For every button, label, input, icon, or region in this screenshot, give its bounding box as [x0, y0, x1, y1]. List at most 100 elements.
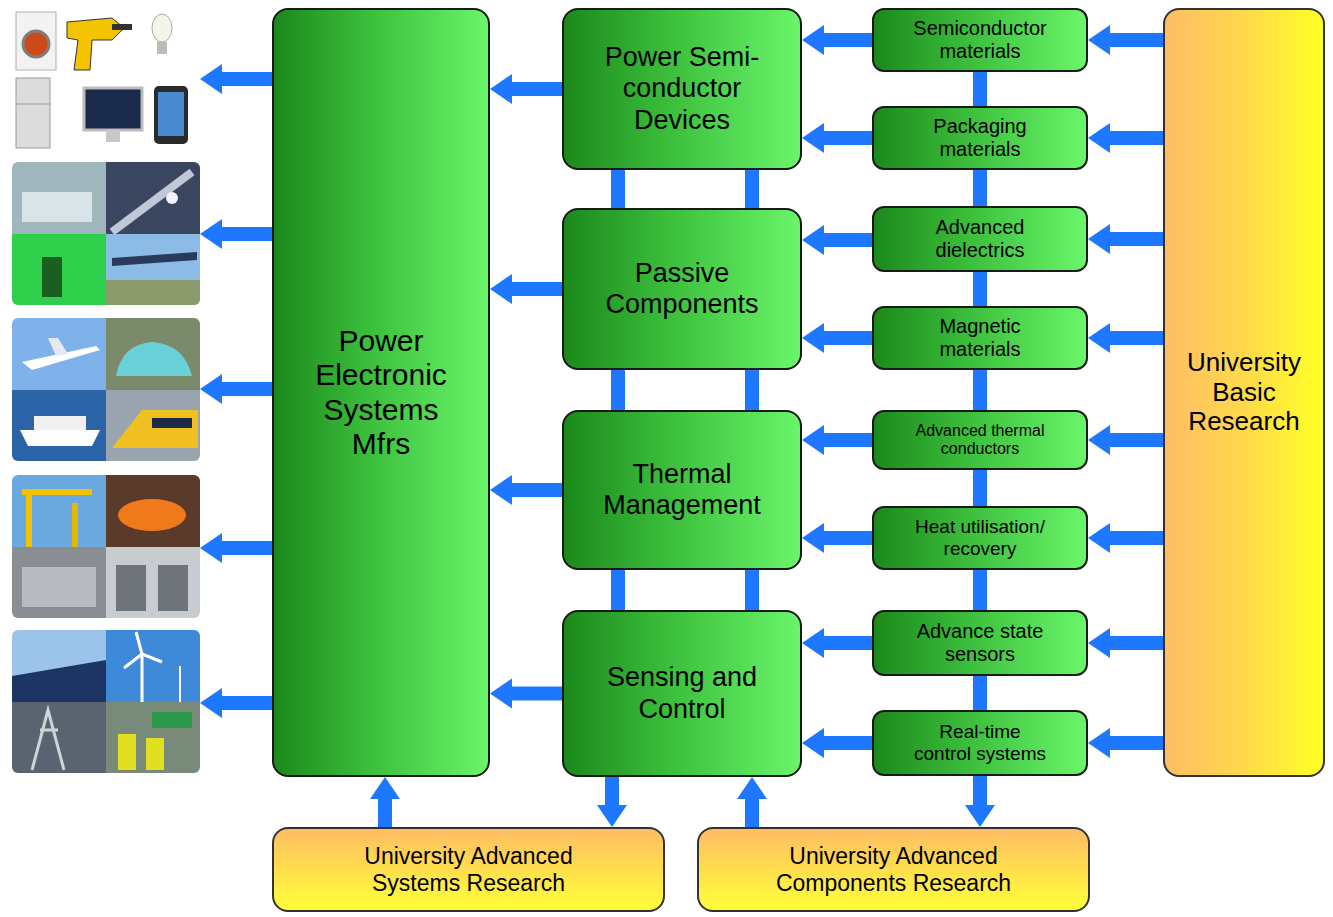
box-label: Passive Components	[582, 258, 782, 320]
flow-arrow	[824, 131, 872, 145]
car	[116, 342, 192, 376]
ship-deck	[34, 416, 86, 430]
exit-sign	[152, 712, 192, 728]
interior-photo	[12, 162, 106, 234]
flow-arrow	[824, 331, 872, 345]
solar-carport-photo	[106, 234, 200, 305]
box-label: Power Electronic Systems Mfrs	[301, 324, 461, 462]
flow-arrow	[1110, 33, 1163, 47]
component-box: Power Semi-conductor Devices	[562, 8, 802, 170]
sea	[12, 390, 106, 461]
worker	[118, 734, 136, 770]
flow-arrow	[824, 33, 872, 47]
photo-ground	[12, 8, 200, 151]
arrow-shaft	[222, 696, 272, 710]
carport-roof	[112, 252, 197, 266]
steel-works	[106, 475, 200, 547]
box-label: Real-time control systems	[911, 721, 1049, 765]
cabinet	[158, 565, 188, 611]
ground	[106, 280, 200, 305]
flow-arrow	[1110, 232, 1163, 246]
link-bar	[745, 170, 759, 208]
research-box: University Advanced Components Research	[697, 827, 1090, 912]
drill-bit	[112, 24, 132, 30]
link-bar	[973, 170, 987, 206]
turbine-blades	[124, 632, 162, 668]
crane	[72, 503, 78, 547]
technology-box: Real-time control systems	[872, 710, 1088, 776]
flow-arrow	[824, 433, 872, 447]
flow-arrow	[1110, 131, 1163, 145]
box-label: Packaging materials	[905, 115, 1055, 161]
technology-box: Heat utilisation/ recovery	[872, 506, 1088, 570]
link-bar	[973, 570, 987, 610]
box-label: University Basic Research	[1174, 348, 1314, 438]
technology-box: Magnetic materials	[872, 306, 1088, 370]
box-label: Thermal Management	[582, 459, 782, 521]
arrow-head	[200, 533, 222, 563]
buildings-photo	[12, 162, 200, 305]
light	[166, 192, 178, 204]
box-label: Advance state sensors	[905, 620, 1055, 666]
flow-arrow	[1110, 433, 1163, 447]
flow-arrow	[824, 233, 872, 247]
phone-screen	[158, 92, 184, 136]
energy-photo	[12, 630, 200, 773]
arrow-shaft	[222, 72, 272, 86]
flow-arrow	[1110, 636, 1163, 650]
solar-panels	[12, 660, 106, 702]
research-box: University Advanced Systems Research	[272, 827, 665, 912]
arrow-head	[200, 374, 222, 404]
arrow-head	[200, 64, 222, 94]
flow-arrow	[1110, 736, 1163, 750]
road	[106, 318, 200, 390]
technology-box: Semiconductor materials	[872, 8, 1088, 72]
phone	[154, 86, 188, 144]
ship-hull	[20, 430, 100, 446]
link-bar	[973, 470, 987, 506]
flow-arrow	[824, 636, 872, 650]
application-arrows	[200, 64, 272, 718]
link-bar	[973, 370, 987, 410]
link-bar	[745, 570, 759, 610]
machinery	[22, 567, 96, 607]
technology-box: Packaging materials	[872, 106, 1088, 170]
link-bar	[973, 676, 987, 710]
consumer-products-photo	[12, 8, 200, 151]
flow-arrow	[745, 799, 759, 827]
component-box: Thermal Management	[562, 410, 802, 570]
wind-turbine	[141, 654, 144, 702]
plant-room	[106, 547, 200, 618]
escalator	[112, 172, 192, 232]
box-label: University Advanced Systems Research	[339, 843, 599, 896]
box-label: Advanced dielectrics	[905, 216, 1055, 262]
component-box: Passive Components	[562, 208, 802, 370]
flow-arrow	[1110, 331, 1163, 345]
fridge	[16, 78, 50, 148]
sky	[12, 318, 106, 390]
flow-arrow	[824, 736, 872, 750]
bulb	[152, 14, 172, 42]
sky	[12, 630, 106, 702]
flow-arrow	[605, 777, 619, 805]
molten-steel	[118, 499, 186, 531]
sky	[12, 475, 106, 547]
box-label: Power Semi-conductor Devices	[592, 42, 772, 135]
cabinet	[116, 565, 146, 611]
link-bar	[611, 170, 625, 208]
link-bar	[611, 370, 625, 410]
box-label: Advanced thermal conductors	[905, 422, 1055, 459]
arrow-shaft	[222, 227, 272, 241]
bulb-base	[157, 42, 167, 54]
flow-arrow	[512, 483, 562, 497]
worker	[146, 738, 164, 770]
factory	[12, 547, 106, 618]
crane-jib	[22, 489, 92, 495]
station	[106, 390, 200, 461]
box-label: Semiconductor materials	[905, 17, 1055, 63]
industry-photo	[12, 475, 200, 618]
sky	[106, 630, 200, 702]
manufacturer-box: Power Electronic Systems Mfrs	[272, 8, 490, 777]
escalator-photo	[106, 162, 200, 234]
flow-arrow	[512, 82, 562, 96]
